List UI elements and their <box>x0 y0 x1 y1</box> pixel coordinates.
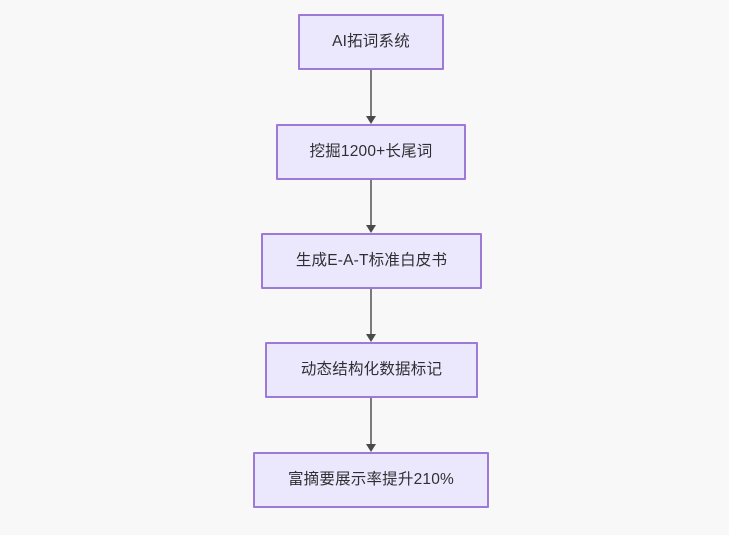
flowchart-node-rich-snippet-impression-uplift[interactable]: 富摘要展示率提升210% <box>253 452 489 508</box>
arrowhead-icon <box>366 334 376 342</box>
node-label: AI拓词系统 <box>332 32 410 50</box>
flowchart-node-mine-longtail-keywords[interactable]: 挖掘1200+长尾词 <box>276 124 466 180</box>
arrowhead-icon <box>366 225 376 233</box>
edge-line <box>370 70 372 117</box>
node-label: 动态结构化数据标记 <box>300 360 443 378</box>
edge-line <box>370 289 372 335</box>
node-label: 挖掘1200+长尾词 <box>309 142 433 160</box>
arrowhead-icon <box>366 444 376 452</box>
flowchart-node-generate-eat-whitepaper[interactable]: 生成E-A-T标准白皮书 <box>261 233 482 289</box>
node-label: 富摘要展示率提升210% <box>287 470 455 488</box>
arrowhead-icon <box>366 116 376 124</box>
flowchart-node-ai-keyword-system[interactable]: AI拓词系统 <box>298 14 444 70</box>
flowchart-node-dynamic-structured-data-markup[interactable]: 动态结构化数据标记 <box>265 342 478 398</box>
node-label: 生成E-A-T标准白皮书 <box>295 251 448 269</box>
edge-line <box>370 398 372 445</box>
edge-line <box>370 180 372 226</box>
